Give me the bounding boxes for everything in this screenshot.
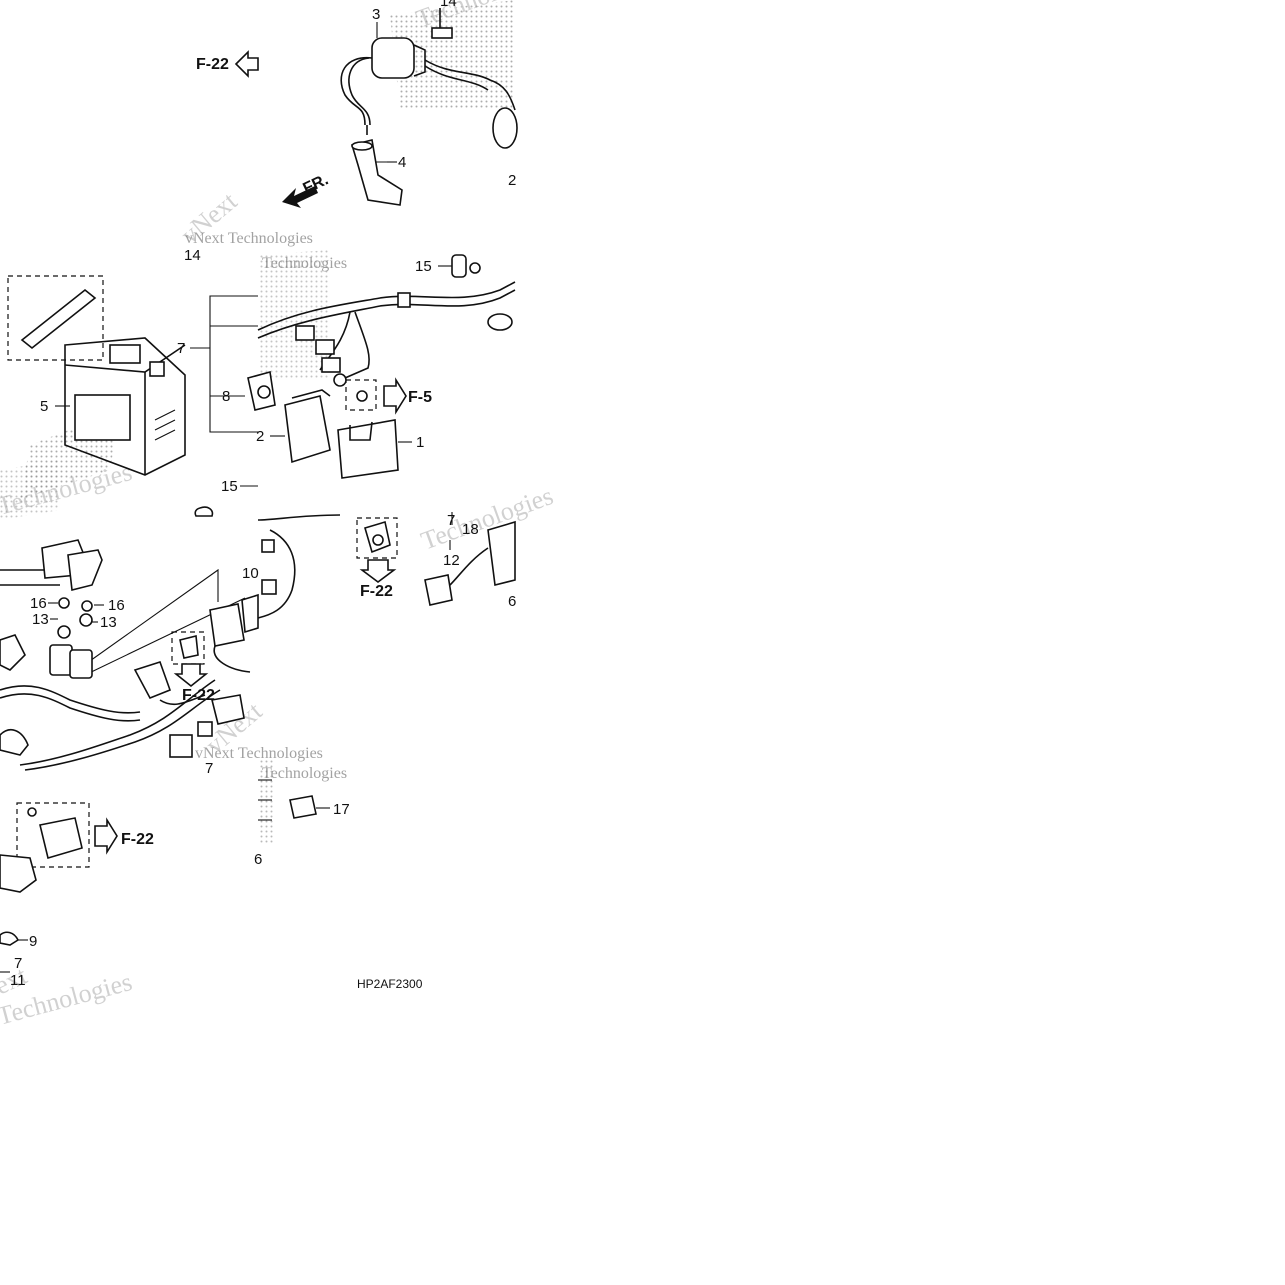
ref-f22-bottom: F-22 (121, 831, 154, 848)
ref-f22-mid-right: F-22 (360, 583, 393, 600)
callout-6-bottom: 6 (254, 851, 262, 868)
callout-6: 6 (508, 593, 516, 610)
watermark-full-low: vNext Technologies (195, 745, 323, 762)
callout-numbers: 3 14 4 2 14 15 7 8 5 2 1 15 7 18 12 6 10… (10, 0, 516, 989)
callout-4: 4 (398, 154, 406, 171)
watermark-tech-low: Technologies (262, 765, 347, 782)
callout-14-mid: 14 (184, 247, 201, 264)
leader-ticks (0, 602, 104, 973)
callout-2-top-right: 2 (508, 172, 516, 189)
watermark: Technologies vNext vNext Technologies Te… (0, 0, 557, 1031)
watermark-tech-right: Technologies (417, 481, 557, 556)
callout-12: 12 (443, 552, 460, 569)
callout-1: 1 (416, 434, 424, 451)
drawing-code: HP2AF2300 (357, 977, 423, 991)
callout-7-lower: 7 (205, 760, 213, 777)
reference-arrows: F-22 F-5 F-22 F-22 F-22 (94, 50, 432, 855)
callout-7-bottom: 7 (14, 955, 22, 972)
callout-10: 10 (242, 565, 259, 582)
callout-5: 5 (40, 398, 48, 415)
callout-11: 11 (10, 972, 26, 989)
callout-9: 9 (29, 933, 37, 950)
control-units (194, 370, 399, 517)
wire-harness-lower (0, 514, 341, 771)
callout-13-left: 13 (32, 611, 49, 628)
callout-13-right: 13 (100, 614, 117, 631)
battery-assembly (7, 275, 186, 476)
callout-14-top: 14 (440, 0, 457, 10)
watermark-tech-mid: Technologies (262, 255, 347, 272)
callout-16-right: 16 (108, 597, 125, 614)
callout-18: 18 (462, 521, 479, 538)
dotted-shading (0, 0, 515, 845)
callout-2: 2 (256, 428, 264, 445)
ignition-coil-assembly (340, 8, 518, 206)
callout-7-upper: 7 (177, 340, 185, 357)
callout-15-top: 15 (415, 258, 432, 275)
callout-16-left: 16 (30, 595, 47, 612)
front-label: FR. (301, 171, 332, 197)
ref-f22-top: F-22 (196, 56, 229, 73)
callout-15-mid: 15 (221, 478, 238, 495)
callout-7-right: 7 (447, 512, 455, 529)
wire-harness-upper (257, 254, 516, 387)
callout-8: 8 (222, 388, 230, 405)
leader-lines (55, 161, 452, 487)
front-direction-indicator: FR. (282, 171, 331, 208)
ref-f5: F-5 (408, 389, 432, 406)
watermark-full-mid: vNext Technologies (185, 230, 313, 247)
bottom-parts (0, 779, 330, 946)
callout-17: 17 (333, 801, 350, 818)
ref-f22-mid-left: F-22 (182, 687, 215, 704)
callout-3: 3 (372, 6, 380, 23)
right-lower-parts (356, 512, 516, 606)
